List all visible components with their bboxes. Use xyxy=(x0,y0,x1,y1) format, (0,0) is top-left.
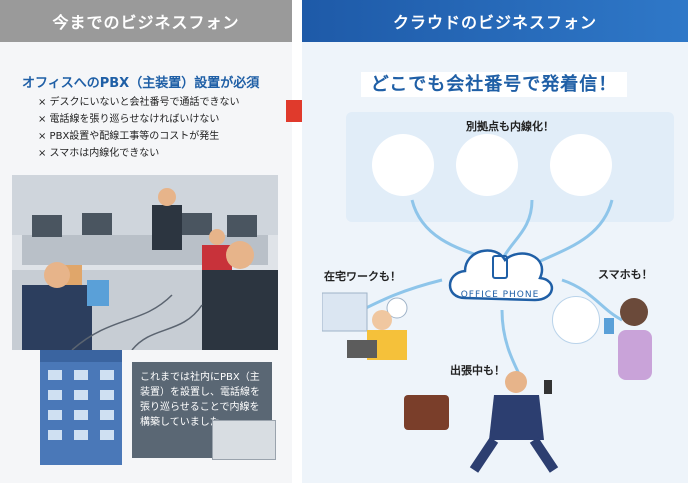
building-icon xyxy=(40,350,122,465)
branch-label: 別拠点も内線化！ xyxy=(466,120,554,133)
cloud-title-wrap: どこでも会社番号で発着信！ xyxy=(308,70,680,97)
issue-item: × PBX設置や配線工事等のコストが発生 xyxy=(38,131,220,142)
cloud-title: どこでも会社番号で発着信！ xyxy=(360,72,628,97)
cloud-header: クラウドのビジネスフォン xyxy=(302,0,688,42)
legacy-issue-list: × デスクにいないと会社番号で通話できない × 電話線を張り巡らせなければいけな… xyxy=(38,94,240,162)
smartphone-user-avatar xyxy=(552,296,600,344)
issue-item: × 電話線を張り巡らせなければいけない xyxy=(38,114,220,125)
issue-item: × スマホは内線化できない xyxy=(38,148,160,159)
business-trip-illustration xyxy=(404,370,574,475)
business-trip-label: 出張中も！ xyxy=(450,364,505,377)
smartphone-label: スマホも！ xyxy=(598,268,653,281)
home-work-label: 在宅ワークも！ xyxy=(324,270,401,283)
issue-item: × デスクにいないと会社番号で通話できない xyxy=(38,97,240,108)
office-illustration xyxy=(12,175,278,350)
worker-avatar xyxy=(456,134,518,196)
smartphone-woman-illustration xyxy=(604,290,670,390)
home-work-illustration xyxy=(321,288,422,360)
office-phone-cloud: OFFICE PHONE xyxy=(440,228,560,310)
legacy-header: 今までのビジネスフォン xyxy=(0,0,292,42)
worker-avatar xyxy=(550,134,612,196)
pbx-device-icon xyxy=(212,420,276,460)
cloud-label: OFFICE PHONE xyxy=(460,290,540,300)
worker-avatar xyxy=(372,134,434,196)
legacy-title: オフィスへのPBX（主装置）設置が必須 xyxy=(22,76,260,91)
branch-office-box: 別拠点も内線化！ xyxy=(346,112,674,222)
